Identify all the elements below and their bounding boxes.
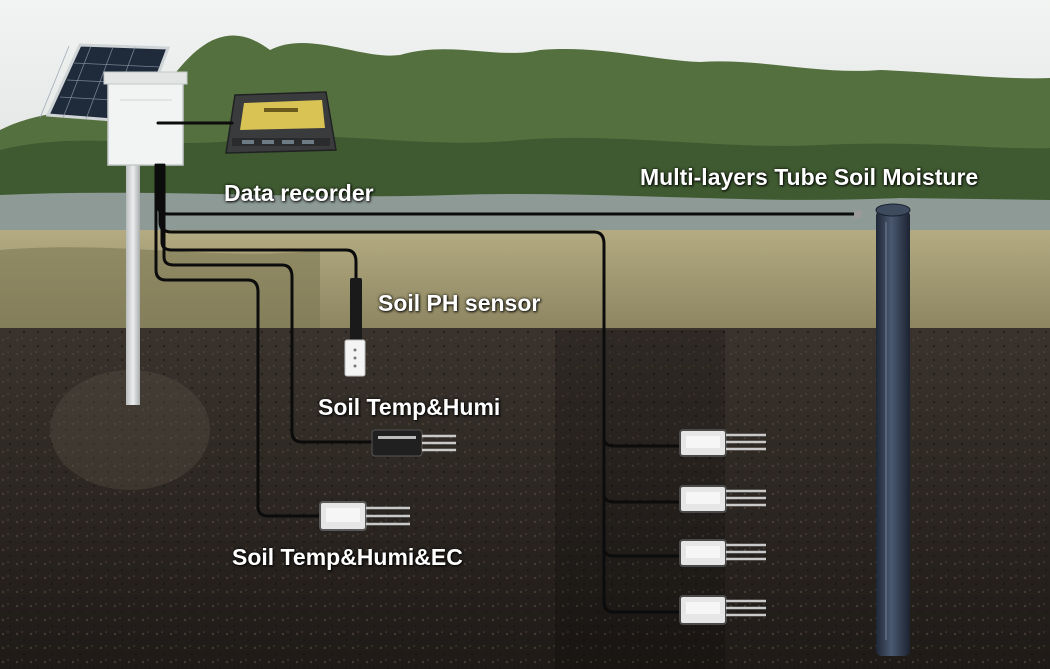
tube-connector — [854, 210, 862, 218]
soil-temp-humi-ec-label: Soil Temp&Humi&EC — [232, 544, 463, 571]
soil-ph-label: Soil PH sensor — [378, 290, 540, 317]
reeds — [0, 247, 320, 330]
data-recorder-device — [226, 92, 336, 153]
soil-temp-humi-label: Soil Temp&Humi — [318, 394, 500, 421]
control-box — [104, 72, 187, 165]
data-recorder-label: Data recorder — [224, 180, 374, 207]
mounting-pole — [126, 160, 140, 405]
tube-soil-moisture-label: Multi-layers Tube Soil Moisture — [640, 164, 978, 191]
